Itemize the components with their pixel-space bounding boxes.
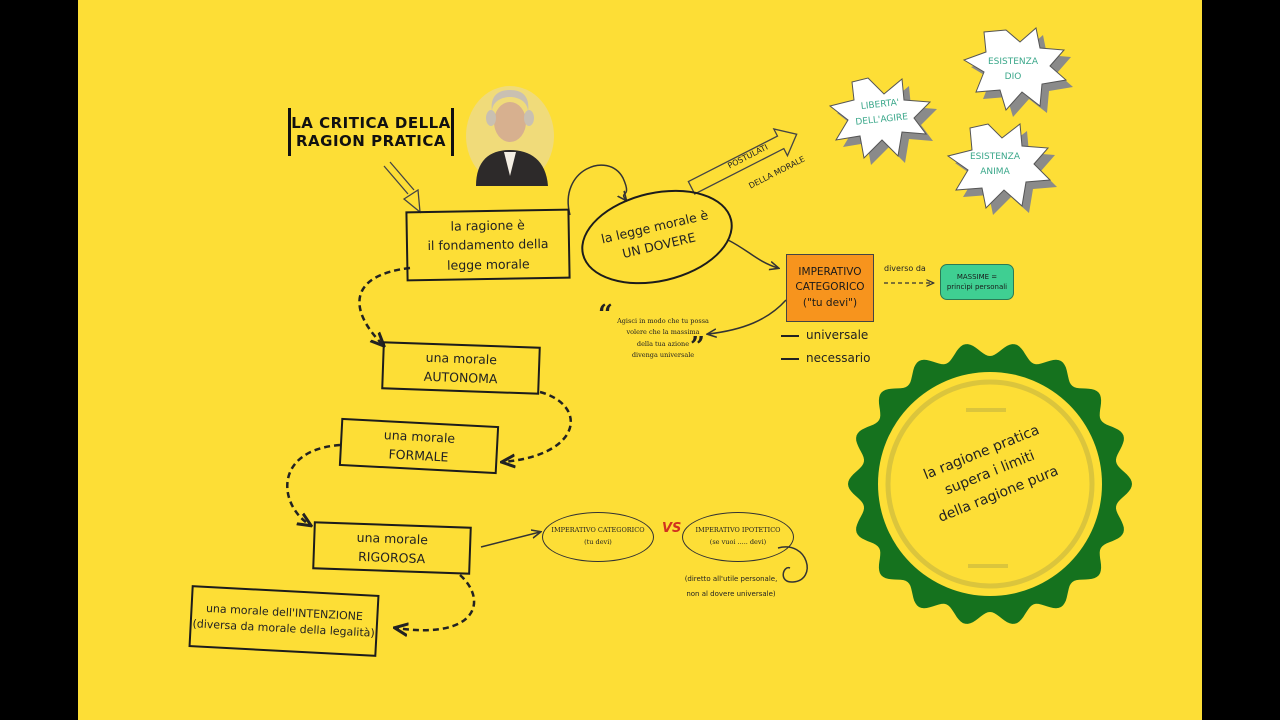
node-imperativo-line2: CATEGORICO bbox=[795, 281, 865, 294]
star-dio-line1: ESISTENZA bbox=[987, 57, 1038, 67]
node-fondamento-line3: legge morale bbox=[446, 255, 530, 273]
postulati-label-2: DELLA MORALE bbox=[747, 154, 807, 191]
node-fondamento-line1: la ragione è bbox=[450, 217, 525, 234]
node-autonoma-line1: una morale bbox=[425, 349, 498, 367]
diretto-line1: (diretto all'utile personale, bbox=[684, 575, 778, 583]
node-intenzione: una morale dell'INTENZIONE (diversa da m… bbox=[188, 585, 380, 657]
quote-open-mark: “ bbox=[598, 300, 613, 330]
node-imp-ipo-line1: IMPERATIVO IPOTETICO bbox=[695, 526, 781, 535]
star-dio-line2: DIO bbox=[1004, 72, 1022, 83]
diretto-note: (diretto all'utile personale, non al dov… bbox=[656, 572, 806, 603]
node-formale: una morale FORMALE bbox=[338, 417, 500, 475]
node-massime-line2: princìpi personali bbox=[946, 283, 1008, 291]
concept-map-canvas: LA CRITICA DELLA RAGION PRATICA la ragio… bbox=[78, 0, 1202, 720]
postulati-label-1: POSTULATI bbox=[726, 142, 770, 171]
title-box: LA CRITICA DELLA RAGION PRATICA bbox=[288, 108, 454, 156]
flow-autonoma-formale bbox=[503, 390, 573, 462]
quote-line1: Agisci in modo che tu possa bbox=[617, 317, 709, 325]
quote-line2: volere che la massima bbox=[626, 328, 700, 337]
title-line2: RAGION PRATICA bbox=[296, 132, 446, 150]
quote-line3: della tua azione bbox=[636, 339, 690, 348]
node-massime-line1: MASSIME = bbox=[956, 272, 998, 281]
dovere-to-imperativo-arrow bbox=[727, 239, 778, 268]
node-imp-cat-line1: IMPERATIVO CATEGORICO bbox=[551, 526, 645, 535]
node-imp-ipo: IMPERATIVO IPOTETICO (se vuoi ..... devi… bbox=[682, 512, 794, 562]
star-liberta-label: LIBERTA' DELL'AGIRE bbox=[835, 93, 928, 133]
quote-text: Agisci in modo che tu possa volere che l… bbox=[608, 316, 718, 362]
node-imp-cat: IMPERATIVO CATEGORICO (tu devi) bbox=[542, 512, 654, 562]
node-fondamento-line2: il fondamento della bbox=[427, 236, 549, 254]
imperativo-to-quote-arrow bbox=[708, 299, 787, 334]
node-imperativo: IMPERATIVO CATEGORICO ("tu devi") bbox=[786, 254, 874, 322]
node-rigorosa: una morale RIGOROSA bbox=[312, 521, 472, 575]
node-formale-line2: FORMALE bbox=[388, 446, 449, 465]
star-anima-line1: ESISTENZA bbox=[969, 152, 1020, 162]
diverso-da-label: diverso da bbox=[884, 264, 926, 273]
node-imperativo-line3: ("tu devi") bbox=[802, 296, 858, 309]
universale-label: universale bbox=[806, 328, 869, 342]
node-imperativo-line1: IMPERATIVO bbox=[798, 266, 862, 279]
star-anima-line2: ANIMA bbox=[980, 167, 1010, 178]
quote-line4: divenga universale bbox=[631, 351, 695, 360]
flow-fondamento-autonoma bbox=[358, 266, 411, 345]
title-line1: LA CRITICA DELLA bbox=[291, 114, 451, 132]
node-autonoma: una morale AUTONOMA bbox=[381, 341, 541, 395]
node-autonoma-line2: AUTONOMA bbox=[423, 368, 498, 387]
kant-portrait bbox=[466, 86, 554, 186]
diretto-line2: non al dovere universale) bbox=[686, 590, 776, 599]
node-imp-cat-line2: (tu devi) bbox=[584, 538, 612, 546]
flow-rigorosa-intenzione bbox=[396, 574, 476, 630]
seal-text: la ragione pratica supera i limiti della… bbox=[894, 409, 1086, 539]
title-arrow bbox=[383, 161, 421, 214]
quote-close-mark: ” bbox=[690, 332, 705, 362]
node-rigorosa-line1: una morale bbox=[356, 529, 429, 547]
necessario-label: necessario bbox=[806, 351, 871, 365]
node-dovere: la legge morale è UN DOVERE bbox=[571, 175, 743, 299]
node-fondamento: la ragione è il fondamento della legge m… bbox=[405, 208, 571, 282]
rigorosa-to-impcat-arrow bbox=[480, 532, 540, 548]
vs-label: VS bbox=[662, 521, 682, 536]
node-rigorosa-line2: RIGOROSA bbox=[357, 548, 426, 567]
node-massime: MASSIME = princìpi personali bbox=[940, 264, 1014, 300]
star-dio-label: ESISTENZA DIO bbox=[968, 55, 1058, 86]
flow-formale-rigorosa bbox=[286, 443, 341, 525]
star-anima-label: ESISTENZA ANIMA bbox=[950, 150, 1040, 181]
node-imp-ipo-line2: (se vuoi ..... devi) bbox=[709, 538, 767, 546]
